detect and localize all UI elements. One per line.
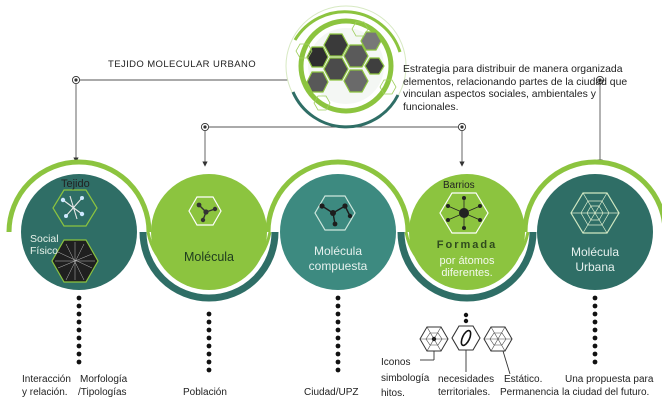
iconos-label: Iconos [381,357,411,368]
simbologia-label: simbología [381,373,430,384]
interaccion-label: Interacción [22,374,71,385]
tipologias-label: /Tipologías [78,387,127,398]
morfologia-label: Morfología [80,374,128,385]
formada-line1: Formada [436,239,498,251]
web-icon-2 [483,326,513,352]
fisico-label: Físico [30,245,59,257]
compound-molecule-icon [314,195,356,231]
leaf-icon [451,325,481,351]
relacion-label: y relación. [22,387,68,398]
molecula-urbana-line2: Urbana [575,260,615,274]
dot-columns [76,295,598,373]
web-icon-1 [419,326,449,352]
stage-circle-molecula-compuesta [280,174,396,290]
molecula-compuesta-line1: Molécula [313,244,363,258]
stage-icons [51,189,620,283]
social-label: Social [30,233,59,245]
poblacion-label: Población [183,387,227,398]
atoms-icon [439,192,489,234]
ciudad-upz-label: Ciudad/UPZ [304,387,359,398]
propuesta-label: Una propuesta para [565,374,654,385]
molecula-urbana-line1: Molécula [570,245,620,259]
honeycomb-icon [306,31,385,93]
city-grid-icon [51,239,99,283]
hero-molecule-badge [285,5,407,129]
ciudad-futuro-label: la ciudad del futuro. [562,387,650,398]
barrios-label: Barrios [443,180,475,191]
formada-line3: diferentes. [441,267,493,279]
hitos-label: hitos. [381,388,405,399]
diagram-title: TEJIDO MOLECULAR URBANO [108,59,257,70]
formada-line2: por átomos [439,255,495,267]
necesidades-label: necesidades [438,374,495,385]
estatico-label: Estático. [504,374,543,385]
territoriales-label: territoriales. [438,387,491,398]
molecula-label: Molécula [183,250,235,264]
dots-col-1 [76,295,82,365]
stage-circle-tejido [21,174,137,290]
strategy-description: Estrategia para distribuir de manera org… [403,64,628,113]
stage-circle-molecula [151,174,267,290]
formada-sub-icons [419,312,513,375]
urban-web-icon [570,192,620,234]
dots-col-5 [592,295,598,365]
dots-col-3 [335,295,341,373]
dots-col-2 [206,311,212,373]
molecula-compuesta-line2: compuesta [308,259,368,273]
tejido-label: Tejido [61,178,90,190]
network-icon [52,189,98,227]
permanencia-label: Permanencia [500,387,559,398]
molecule-icon [188,196,222,226]
